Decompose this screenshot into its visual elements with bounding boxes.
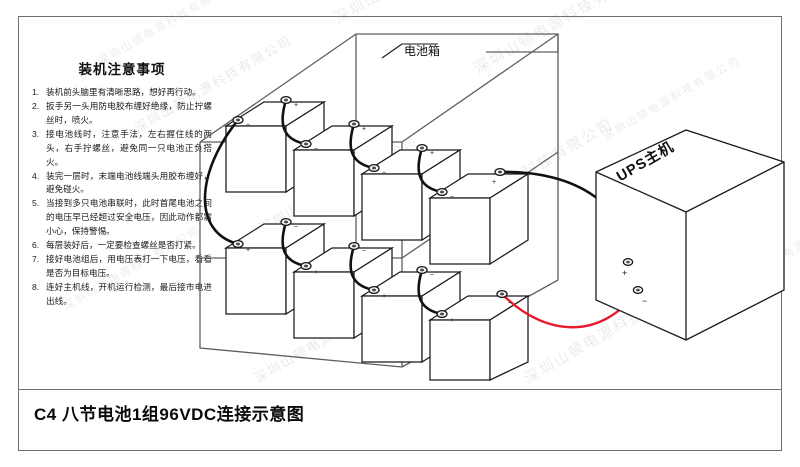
note-text: 装机前头脑里有清晰思路，想好再行动。 <box>46 87 201 97</box>
svg-text:−: − <box>508 300 512 307</box>
note-number: 2. <box>32 100 40 111</box>
cabinet-leader-line <box>381 43 403 59</box>
note-item: 3. 接电池线时，注意手法，左右握住线的两头，右手拧螺丝，避免同一只电池正负搭火… <box>32 128 212 170</box>
note-item: 6. 每层装好后，一定要检查螺丝是否打紧。 <box>32 239 212 253</box>
svg-text:+: + <box>246 247 250 254</box>
note-number: 5. <box>32 198 40 209</box>
note-number: 4. <box>32 170 40 181</box>
battery-terminal: − <box>368 163 386 177</box>
cabinet-label: 电池箱 <box>404 44 441 58</box>
battery-terminal: + <box>232 239 250 254</box>
note-text: 当接到多只电池串联时，此时首尾电池之间的电压早已经超过安全电压，因此动作都需小心… <box>46 198 212 237</box>
ups-terminal-negative: − <box>632 285 647 306</box>
battery-terminal: − <box>436 187 454 201</box>
battery-terminal: + <box>300 261 318 276</box>
svg-text:+: + <box>382 293 386 300</box>
note-text: 连好主机线，开机运行检测，最后接市电进出线。 <box>46 281 212 306</box>
note-text: 装完一层时，末端电池线端头用胶布缠好，避免碰火。 <box>46 170 212 195</box>
battery-terminal: + <box>492 167 506 186</box>
note-item: 8. 连好主机线，开机运行检测，最后接市电进出线。 <box>32 281 212 309</box>
battery-terminal: + <box>436 309 454 324</box>
note-number: 1. <box>32 87 40 97</box>
svg-text:+: + <box>362 126 366 133</box>
note-text: 扳手另一头用防电胶布缠好绝缘，防止拧螺丝时，喷火。 <box>46 100 212 125</box>
battery-terminal: − <box>496 289 512 307</box>
svg-text:+: + <box>450 317 454 324</box>
svg-text:+: + <box>314 269 318 276</box>
svg-text:−: − <box>382 170 386 177</box>
battery-terminal: − <box>348 241 366 255</box>
figure-caption: C4 八节电池1组96VDC连接示意图 <box>34 405 305 424</box>
battery-cell <box>427 294 531 381</box>
battery-terminal: + <box>280 95 298 109</box>
note-item: 4. 装完一层时，末端电池线端头用胶布缠好，避免碰火。 <box>32 170 212 198</box>
note-item: 7. 接好电池组后，用电压表打一下电压，看看是否为目标电压。 <box>32 253 212 281</box>
svg-text:+: + <box>492 179 496 186</box>
note-text: 接好电池组后，用电压表打一下电压，看看是否为目标电压。 <box>46 254 212 278</box>
ups-terminal-positive: + <box>622 257 634 278</box>
battery-terminal: − <box>232 115 250 129</box>
ups-unit <box>595 129 785 341</box>
note-number: 6. <box>32 240 40 251</box>
note-number: 3. <box>32 128 40 139</box>
battery-terminal: + <box>368 285 386 300</box>
svg-text:−: − <box>362 248 366 255</box>
svg-text:−: − <box>430 272 434 279</box>
svg-text:−: − <box>294 224 298 231</box>
notes-title: 装机注意事项 <box>78 62 166 77</box>
svg-text:−: − <box>314 146 318 153</box>
svg-text:+: + <box>294 102 298 109</box>
battery-terminal: − <box>280 217 298 231</box>
svg-text:+: + <box>430 150 434 157</box>
note-item: 5. 当接到多只电池串联时，此时首尾电池之间的电压早已经超过安全电压，因此动作都… <box>32 197 212 239</box>
battery-terminal: + <box>416 143 434 157</box>
note-item: 1. 装机前头脑里有清晰思路，想好再行动。 <box>32 86 212 100</box>
svg-text:−: − <box>642 296 647 306</box>
note-item: 2. 扳手另一头用防电胶布缠好绝缘，防止拧螺丝时，喷火。 <box>32 100 212 128</box>
note-text: 接电池线时，注意手法，左右握住线的两头，右手拧螺丝，避免同一只电池正负搭火。 <box>46 128 212 167</box>
note-number: 8. <box>32 281 40 292</box>
svg-text:−: − <box>246 122 250 129</box>
caption-divider <box>18 389 782 390</box>
svg-text:−: − <box>450 194 454 201</box>
installation-notes: 装机注意事项 1. 装机前头脑里有清晰思路，想好再行动。 2. 扳手另一头用防电… <box>32 58 212 309</box>
note-number: 7. <box>32 254 40 265</box>
battery-terminal: − <box>416 265 434 279</box>
battery-wiring-diagram: .cab { fill:none; stroke:#5f5f5f; stroke… <box>199 33 785 381</box>
battery-terminal: − <box>300 139 318 153</box>
battery-terminal: + <box>348 119 366 133</box>
note-text: 每层装好后，一定要检查螺丝是否打紧。 <box>46 240 201 251</box>
battery-cell <box>427 172 531 266</box>
svg-text:+: + <box>622 268 627 278</box>
